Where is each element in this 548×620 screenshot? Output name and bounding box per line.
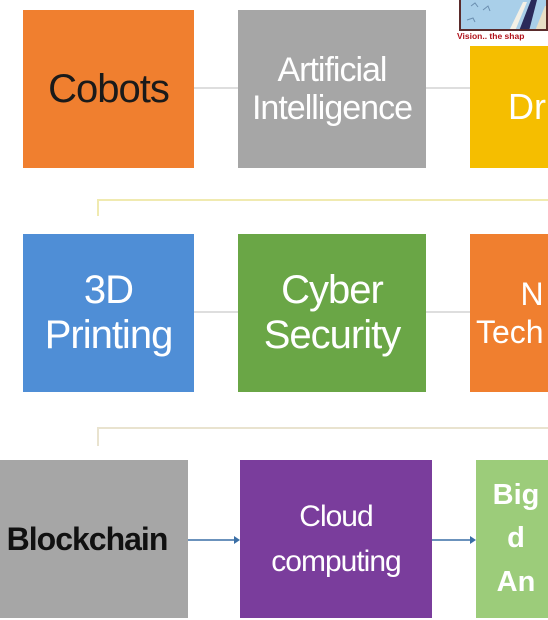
box-blockchain: Blockchain [0,460,188,618]
box-big-data: Big d An [476,460,548,618]
box-cobots-label: Cobots [48,66,170,111]
box-drones-label: Dr [508,86,546,127]
box-artificial-intelligence-label: Artificial Intelligence [251,50,413,127]
box-cyber-security-label: Cyber Security [263,268,401,357]
box-3d-printing: 3D Printing [23,234,194,392]
connector-arrowhead [470,536,476,544]
connector-row1-row2 [97,199,548,216]
box-cyber-security: Cyber Security [238,234,426,392]
box-drones: Dr [470,46,548,168]
box-nano-technology-label: N Tech [476,275,544,350]
box-cloud-computing: Cloud computing [240,460,432,618]
connector-arrowhead [234,536,240,544]
box-cloud-computing-label: Cloud computing [271,500,401,578]
logo-caption: Vision.. the shap [457,31,525,41]
box-artificial-intelligence: Artificial Intelligence [238,10,426,168]
box-cobots: Cobots [23,10,194,168]
box-big-data-label: Big d An [492,478,540,598]
connector-row2-row3 [97,427,548,446]
brand-logo: Vision.. the shap [455,0,548,46]
box-blockchain-label: Blockchain [6,520,169,557]
logo-figure-icon [461,0,546,29]
box-3d-printing-label: 3D Printing [44,268,174,357]
logo-artwork [459,0,548,31]
box-nano-technology: N Tech [470,234,548,392]
